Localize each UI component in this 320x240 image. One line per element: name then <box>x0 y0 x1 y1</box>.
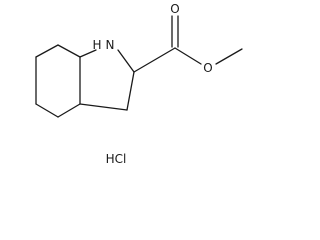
pyrrolidine-ring <box>79 49 135 111</box>
bond-nitrogen-c2 <box>117 49 135 73</box>
bond-c2-c3 <box>126 71 135 111</box>
chemical-structure-diagram: H N O O HCl <box>35 2 243 166</box>
bond-ring-bottom-right <box>57 103 81 118</box>
bond-carbonyl-ester-oxygen <box>174 47 202 65</box>
carbonyl-oxygen-label: O <box>170 2 179 16</box>
ester-oxygen-label: O <box>203 61 212 75</box>
ester-group <box>133 15 243 73</box>
hydrochloride-label: HCl <box>106 152 127 166</box>
bond-c3-c3a <box>79 103 128 111</box>
bond-ring-top-right <box>57 44 81 58</box>
cyclohexane-ring <box>35 44 81 118</box>
bond-c2-carbonyl-carbon <box>133 47 176 73</box>
nitrogen-label: N <box>106 38 115 52</box>
bond-ester-oxygen-methyl <box>215 48 243 65</box>
nitrogen-hydrogen-label: H <box>92 38 101 52</box>
bond-ring-bottom-left <box>35 103 59 118</box>
bond-c7a-nitrogen <box>79 49 97 58</box>
bond-ring-top-left <box>35 44 59 58</box>
